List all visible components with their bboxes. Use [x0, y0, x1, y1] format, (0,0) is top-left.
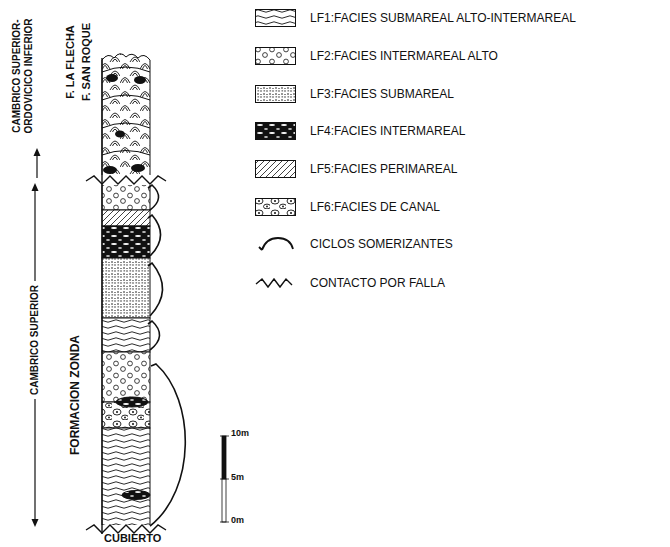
legend-label: LF3:FACIES SUBMAREAL — [310, 87, 454, 101]
upper-formation — [102, 54, 150, 180]
zonda-units — [102, 318, 150, 352]
upper-formation — [106, 74, 118, 82]
shallowing-cycles — [148, 321, 160, 350]
fault-contact — [86, 525, 166, 533]
scale-bar — [220, 436, 229, 522]
zonda-units — [102, 184, 150, 528]
upper-formation — [103, 166, 117, 174]
legend-label: LF4:FACIES INTERMAREAL — [310, 124, 465, 138]
shallowing-cycles — [148, 263, 163, 316]
facies-swatch — [256, 86, 296, 103]
zonda-units — [102, 258, 150, 318]
formation-label: FORMACION ZONDA — [69, 335, 83, 455]
scale-bar — [220, 479, 229, 480]
legend-entry: LF2:FACIES INTERMAREAL ALTO — [254, 46, 498, 66]
age-arrows — [32, 183, 39, 191]
legend-label: CONTACTO POR FALLA — [310, 276, 445, 290]
age-label: CAMBRICO SUPERIOR- ORDOVICICO INFERIOR — [11, 7, 34, 145]
age-arrows — [36, 154, 37, 178]
shallowing-cycles — [150, 364, 185, 526]
legend-entry: CONTACTO POR FALLA — [254, 273, 445, 293]
shallowing-cycles — [148, 215, 161, 256]
age-arrows — [32, 519, 39, 527]
zonda-units — [102, 428, 150, 528]
legend-entry: LF1:FACIES SUBMAREAL ALTO-INTERMAREAL — [254, 8, 576, 28]
fault-symbol — [256, 279, 292, 287]
formation-label: F. LA FLECHA — [64, 25, 77, 99]
zonda-units — [122, 491, 150, 500]
zonda-units — [102, 226, 150, 258]
upper-formation — [131, 164, 145, 172]
scale-label: 5m — [231, 472, 244, 482]
legend-entry: LF5:FACIES PERIMAREAL — [254, 159, 457, 179]
facies-swatch — [256, 48, 296, 65]
zonda-units — [116, 397, 148, 407]
shallowing-cycles — [148, 185, 159, 210]
facies-swatch — [256, 10, 296, 27]
facies-swatch — [256, 123, 296, 140]
upper-formation — [102, 54, 150, 180]
legend-label: CICLOS SOMERIZANTES — [310, 237, 453, 251]
upper-formation — [134, 76, 146, 84]
facies-swatch — [256, 161, 296, 178]
legend-sample — [254, 46, 298, 66]
shallowing-cycles — [148, 185, 185, 526]
column-axis — [102, 58, 103, 534]
legend-sample — [254, 159, 298, 179]
legend-label: LF1:FACIES SUBMAREAL ALTO-INTERMAREAL — [310, 11, 576, 25]
age-arrows — [34, 148, 41, 156]
legend-entry: LF6:FACIES DE CANAL — [254, 197, 440, 217]
zonda-units — [102, 184, 150, 210]
legend-sample — [254, 8, 298, 28]
scale-label: 10m — [231, 428, 249, 438]
legend-entry: CICLOS SOMERIZANTES — [254, 234, 453, 254]
scale-bar — [222, 436, 226, 479]
cycle-symbol — [259, 238, 293, 250]
column-axis — [101, 58, 102, 534]
legend-entry: LF3:FACIES SUBMAREAL — [254, 84, 454, 104]
upper-formation — [115, 131, 125, 138]
legend-label: LF5:FACIES PERIMAREAL — [310, 162, 457, 176]
scale-bar — [222, 479, 226, 522]
legend-label: LF2:FACIES INTERMAREAL ALTO — [310, 49, 498, 63]
scale-label: 0m — [231, 515, 244, 525]
legend-sample — [254, 273, 298, 293]
formation-label: F. SAN ROQUE — [80, 23, 93, 101]
legend-sample — [254, 234, 298, 254]
fault-contact — [86, 175, 168, 534]
legend-entry: LF4:FACIES INTERMAREAL — [254, 121, 465, 141]
age-label: CAMBRICO SUPERIOR — [29, 281, 41, 399]
scale-bar — [220, 436, 229, 437]
covered-label: CUBIERTO — [104, 532, 161, 545]
scale-bar — [220, 522, 229, 523]
fault-contact — [86, 175, 168, 185]
facies-swatch — [256, 199, 296, 216]
zonda-units — [102, 352, 150, 402]
legend-sample — [254, 121, 298, 141]
upper-formation — [102, 67, 150, 155]
zonda-units — [102, 210, 150, 226]
legend-sample — [254, 84, 298, 104]
legend-label: LF6:FACIES DE CANAL — [310, 200, 440, 214]
legend-sample — [254, 197, 298, 217]
fault-contact — [86, 176, 166, 184]
